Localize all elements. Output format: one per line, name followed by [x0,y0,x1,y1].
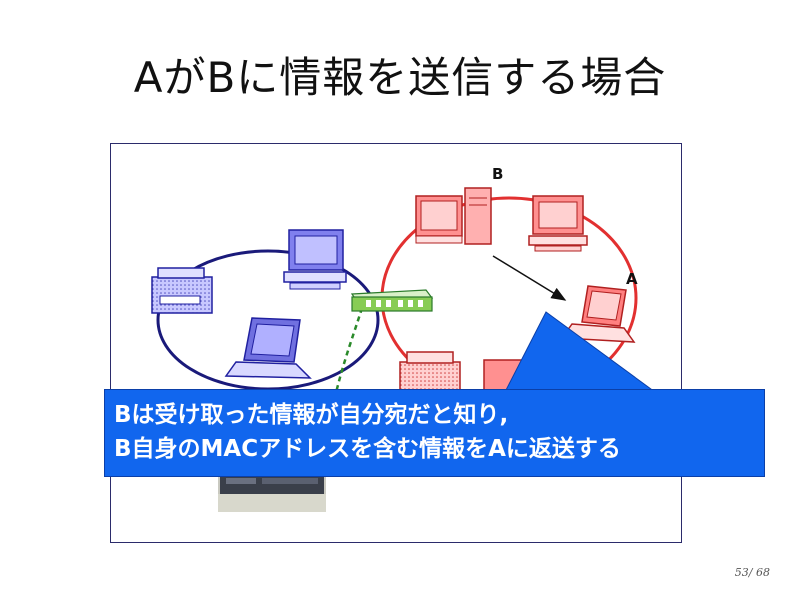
server-rack-photo [218,472,326,512]
page-current: 53 [734,566,749,579]
node-a-label: A [626,270,638,288]
printer-icon [399,351,461,391]
callout-line-1: Bは受け取った情報が自分宛だと知り, [114,402,509,428]
desktop-computer-icon [528,195,588,252]
laptop-icon [224,317,312,379]
transmission-arrow [492,255,567,301]
computer-b-icon [415,187,492,245]
slide-title: AがBに情報を送信する場合 [133,53,667,102]
node-b-label: B [492,165,503,183]
desktop-computer-icon [283,229,347,290]
page-number: 53/ 68 [735,566,770,579]
computer-a-icon [560,285,636,343]
printer-icon [151,267,213,314]
callout-box: Bは受け取った情報が自分宛だと知り, B自身のMACアドレスを含む情報をAに返送… [104,389,765,477]
switching-hub-icon [350,289,434,312]
callout-line-2: B自身のMACアドレスを含む情報をAに返送する [114,436,621,462]
page-total: / 68 [748,566,770,579]
